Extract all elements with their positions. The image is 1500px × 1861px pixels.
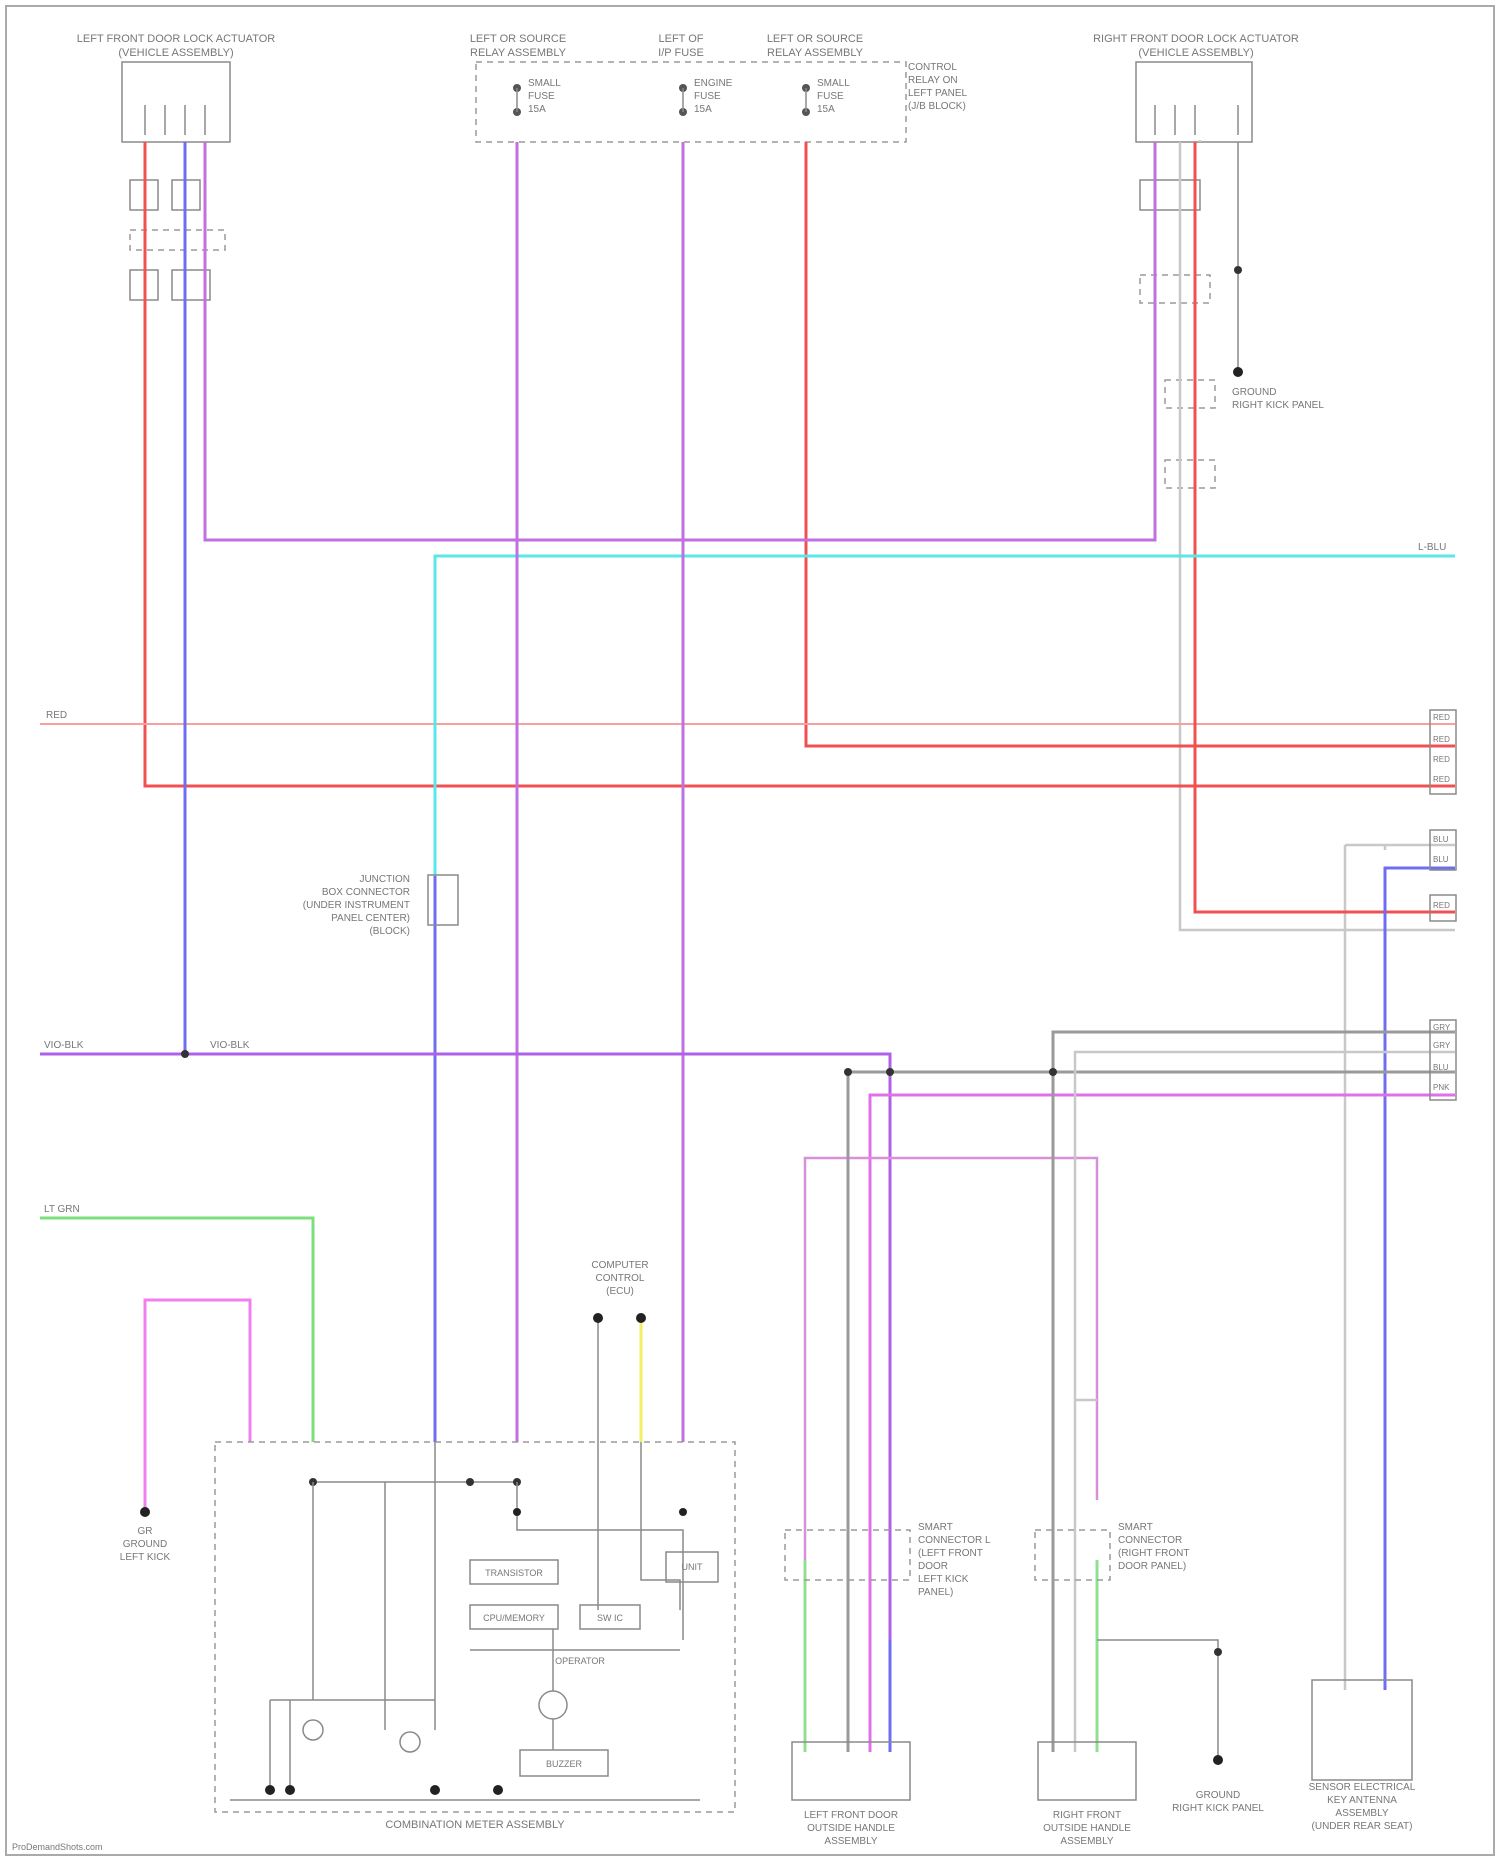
svg-text:GROUND: GROUND	[1232, 387, 1276, 398]
svg-text:GROUND: GROUND	[1196, 1790, 1240, 1801]
svg-text:RED: RED	[1433, 901, 1450, 910]
svg-text:(RIGHT FRONT: (RIGHT FRONT	[1118, 1548, 1189, 1559]
svg-text:SMART: SMART	[918, 1522, 953, 1533]
fuse-m-label-1: LEFT OF	[658, 33, 703, 45]
svg-text:BLU: BLU	[1433, 835, 1449, 844]
module-title: COMBINATION METER ASSEMBLY	[385, 1819, 565, 1831]
module-part-3: BUZZER	[546, 1759, 583, 1769]
fuse-note-2: RELAY ON	[908, 75, 958, 86]
svg-text:JUNCTION: JUNCTION	[359, 874, 410, 885]
svg-text:RIGHT KICK PANEL: RIGHT KICK PANEL	[1172, 1803, 1264, 1814]
module-part-6: OPERATOR	[555, 1656, 605, 1666]
label-green: LT GRN	[44, 1204, 80, 1215]
svg-text:15A: 15A	[694, 104, 712, 115]
module-part-4: SW IC	[597, 1613, 623, 1623]
label-violet-m: VIO-BLK	[210, 1040, 250, 1051]
svg-text:ASSEMBLY: ASSEMBLY	[824, 1836, 877, 1847]
svg-text:CONNECTOR: CONNECTOR	[1118, 1535, 1182, 1546]
svg-text:DOOR PANEL): DOOR PANEL)	[1118, 1561, 1186, 1572]
fuse-r-label-1: LEFT OR SOURCE	[767, 33, 863, 45]
module-part-1: TRANSISTOR	[485, 1568, 543, 1578]
svg-text:SMART: SMART	[1118, 1522, 1153, 1533]
rf-door-lock-label-1: RIGHT FRONT DOOR LOCK ACTUATOR	[1093, 33, 1299, 45]
svg-text:CONNECTOR L: CONNECTOR L	[918, 1535, 991, 1546]
fuse-l-label-2: RELAY ASSEMBLY	[470, 47, 567, 59]
svg-text:ENGINE: ENGINE	[694, 78, 733, 89]
label-red-top: RED	[46, 710, 67, 721]
svg-text:BLU: BLU	[1433, 1063, 1449, 1072]
splice-4	[886, 1068, 894, 1076]
svg-text:GR: GR	[138, 1526, 153, 1537]
svg-text:RED: RED	[1433, 735, 1450, 744]
splice-3	[844, 1068, 852, 1076]
svg-text:LEFT KICK: LEFT KICK	[120, 1552, 171, 1563]
svg-text:ASSEMBLY: ASSEMBLY	[1060, 1836, 1113, 1847]
svg-text:(UNDER REAR SEAT): (UNDER REAR SEAT)	[1312, 1821, 1413, 1832]
svg-text:FUSE: FUSE	[817, 91, 844, 102]
svg-text:15A: 15A	[528, 104, 546, 115]
svg-text:OUTSIDE HANDLE: OUTSIDE HANDLE	[1043, 1823, 1131, 1834]
svg-text:LEFT FRONT DOOR: LEFT FRONT DOOR	[804, 1810, 898, 1821]
svg-text:COMPUTER: COMPUTER	[591, 1260, 648, 1271]
label-cyan: L-BLU	[1418, 542, 1446, 553]
svg-text:PNK: PNK	[1433, 1083, 1450, 1092]
lf-door-lock-label-2: (VEHICLE ASSEMBLY)	[118, 47, 233, 59]
svg-text:CONTROL: CONTROL	[596, 1273, 645, 1284]
fuse-m-label-2: I/P FUSE	[658, 47, 704, 59]
svg-text:LEFT KICK: LEFT KICK	[918, 1574, 969, 1585]
splice-1	[181, 1050, 189, 1058]
svg-text:SMALL: SMALL	[817, 78, 850, 89]
svg-text:FUSE: FUSE	[694, 91, 721, 102]
label-violet-l: VIO-BLK	[44, 1040, 84, 1051]
svg-text:(UNDER INSTRUMENT: (UNDER INSTRUMENT	[303, 900, 410, 911]
svg-text:GRY: GRY	[1433, 1041, 1451, 1050]
lf-door-lock-label-1: LEFT FRONT DOOR LOCK ACTUATOR	[77, 33, 275, 45]
fuse-l-label-1: LEFT OR SOURCE	[470, 33, 566, 45]
svg-text:KEY ANTENNA: KEY ANTENNA	[1327, 1795, 1397, 1806]
svg-text:DOOR: DOOR	[918, 1561, 948, 1572]
svg-text:RIGHT FRONT: RIGHT FRONT	[1053, 1810, 1121, 1821]
svg-text:(ECU): (ECU)	[606, 1286, 634, 1297]
svg-text:RED: RED	[1433, 755, 1450, 764]
module-part-5: UNIT	[682, 1562, 703, 1572]
svg-text:SENSOR ELECTRICAL: SENSOR ELECTRICAL	[1309, 1782, 1416, 1793]
svg-text:GRY: GRY	[1433, 1023, 1451, 1032]
svg-text:PANEL): PANEL)	[918, 1587, 953, 1598]
svg-text:FUSE: FUSE	[528, 91, 555, 102]
fuse-r-label-2: RELAY ASSEMBLY	[767, 47, 864, 59]
svg-text:BLU: BLU	[1433, 855, 1449, 864]
splice-2	[1049, 1068, 1057, 1076]
svg-text:(BLOCK): (BLOCK)	[369, 926, 410, 937]
svg-text:OUTSIDE HANDLE: OUTSIDE HANDLE	[807, 1823, 895, 1834]
fuse-note-1: CONTROL	[908, 62, 957, 73]
svg-text:GROUND: GROUND	[123, 1539, 167, 1550]
fuse-note-4: (J/B BLOCK)	[908, 101, 966, 112]
footer-credit: ProDemandShots.com	[12, 1842, 103, 1852]
svg-text:ASSEMBLY: ASSEMBLY	[1335, 1808, 1388, 1819]
svg-text:PANEL CENTER): PANEL CENTER)	[331, 913, 410, 924]
svg-text:BOX CONNECTOR: BOX CONNECTOR	[322, 887, 410, 898]
svg-text:(LEFT FRONT: (LEFT FRONT	[918, 1548, 983, 1559]
svg-text:SMALL: SMALL	[528, 78, 561, 89]
rf-door-lock-label-2: (VEHICLE ASSEMBLY)	[1138, 47, 1253, 59]
svg-text:RIGHT KICK PANEL: RIGHT KICK PANEL	[1232, 400, 1324, 411]
svg-text:RED: RED	[1433, 775, 1450, 784]
svg-text:15A: 15A	[817, 104, 835, 115]
fuse-note-3: LEFT PANEL	[908, 88, 968, 99]
svg-text:RED: RED	[1433, 713, 1450, 722]
module-part-2: CPU/MEMORY	[483, 1613, 545, 1623]
